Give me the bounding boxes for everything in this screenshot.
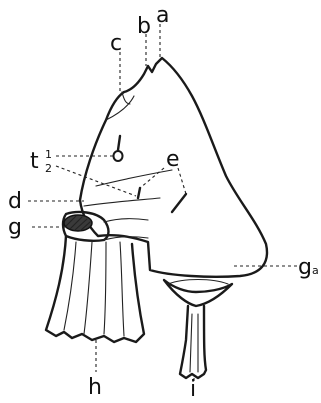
cap-fold-line [96,170,172,186]
label-t-sub-2: 2 [45,162,52,175]
cap-base-line [84,198,160,206]
label-g-right-sub: a [312,264,319,277]
leader-t2 [56,166,136,196]
label-e: e [166,147,180,172]
label-t: t [30,149,39,174]
label-g-right: g [298,255,312,280]
middle-joint-band [104,219,148,240]
label-t-sub-1: 1 [45,148,52,161]
label-c: c [110,31,122,56]
stalk-h-fiber-4 [120,242,124,336]
cup-outline [164,280,232,306]
stalk-i-outline [180,306,206,378]
spot-t1 [114,151,123,161]
label-d: d [8,189,22,214]
stalk-h-outline [46,236,144,342]
stalk-h-fiber-3 [104,242,106,334]
label-g-left: g [8,215,22,240]
label-b: b [137,14,151,39]
label-h: h [88,375,102,400]
label-a: a [156,3,169,28]
stalk-h-fiber-1 [64,242,76,330]
stalk-i-fiber-1 [190,314,192,372]
label-i: i [190,377,196,402]
cup-rim [168,280,228,285]
hair-mark-2 [138,188,140,198]
leader-e1 [140,168,164,188]
hair-mark-1 [118,136,120,150]
hair-mark-3 [172,194,186,212]
hatched-knob [64,215,92,231]
stalk-h-fiber-2 [84,242,92,334]
